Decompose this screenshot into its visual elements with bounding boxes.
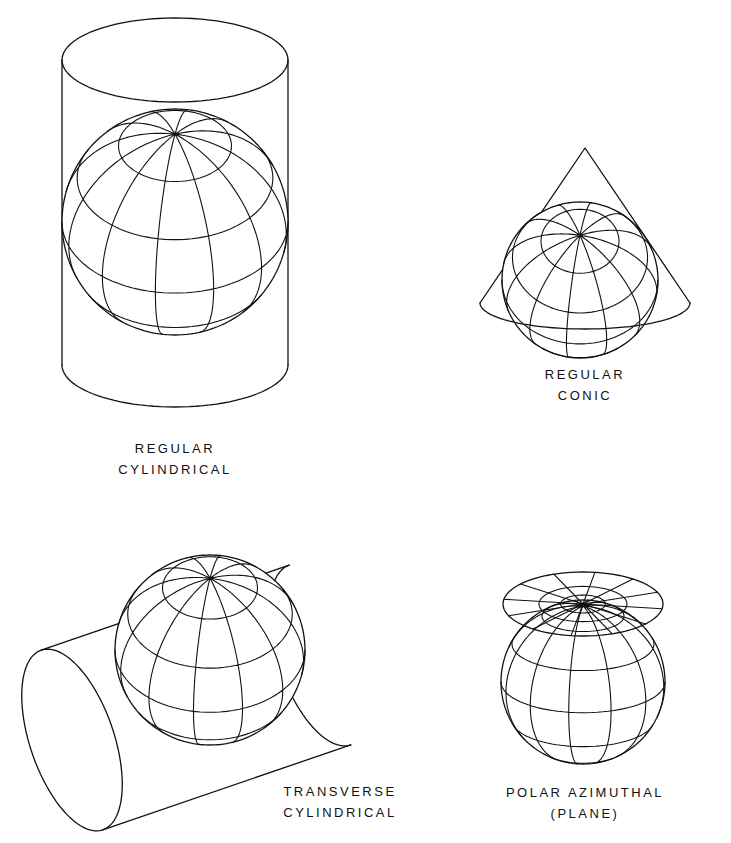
caption-label: POLAR AZIMUTHAL (PLANE) (498, 782, 673, 824)
cone-base (480, 303, 690, 329)
regular-cone-figure (480, 148, 690, 358)
graticule (62, 110, 288, 335)
caption-label: TRANSVERSE CYLINDRICAL (281, 781, 398, 823)
polar-plane-figure (501, 572, 665, 764)
globe-outline (115, 555, 305, 745)
graticule (502, 203, 658, 358)
plane-radial (583, 604, 612, 634)
caption-box: TRANSVERSE CYLINDRICAL (281, 781, 398, 823)
cylinder-end (22, 649, 123, 831)
regular-cylinder-figure (62, 18, 288, 407)
caption-box: POLAR AZIMUTHAL (PLANE) (498, 782, 673, 824)
globe-outline (502, 202, 658, 358)
globe-outline (62, 109, 288, 335)
plane-radial (554, 574, 583, 604)
caption-label: REGULAR CYLINDRICAL (116, 438, 233, 480)
plane-outline (503, 572, 663, 636)
caption-box: REGULAR CONIC (543, 364, 627, 406)
caption-box: REGULAR CYLINDRICAL (116, 438, 233, 480)
graticule (501, 600, 665, 764)
graticule (115, 556, 305, 745)
cylinder-top (62, 18, 288, 102)
plane-radial (583, 592, 657, 604)
globe-outline (501, 600, 665, 764)
caption-label: REGULAR CONIC (543, 364, 627, 406)
cylinder-bottom (62, 365, 288, 407)
plane-radial (509, 604, 583, 616)
